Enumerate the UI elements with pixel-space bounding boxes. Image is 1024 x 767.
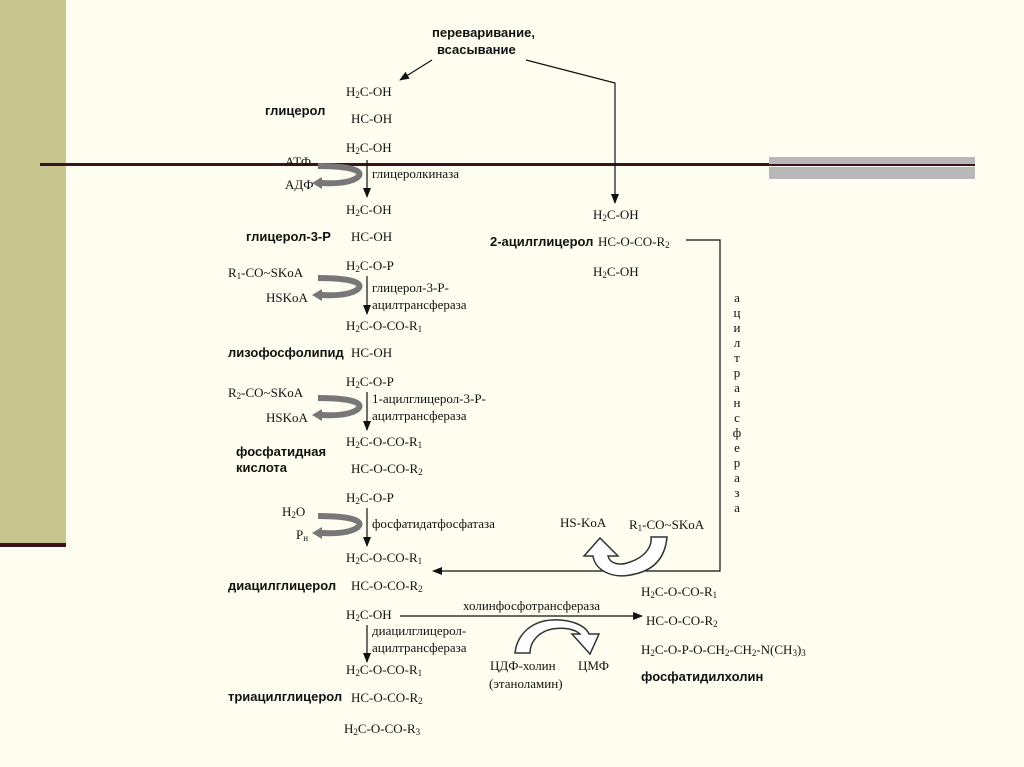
g3p-acyltransferase-line2: ацилтрансфераза <box>372 297 467 312</box>
r1-co-skoa-label: R1-CO~SKoA <box>228 265 304 281</box>
tag-c3: H2C-O-CO-R3 <box>344 721 421 737</box>
vertical-letter: з <box>734 485 740 500</box>
phosphatidylcholine-label: фосфатидилхолин <box>641 669 764 684</box>
mag-c2: HC-O-CO-R2 <box>598 234 670 250</box>
g3p-acyltransferase-line1: глицерол-3-Р- <box>372 280 449 295</box>
cdp-choline-label: ЦДФ-холин <box>490 658 556 673</box>
triacylglycerol-label: триацилглицерол <box>228 689 343 704</box>
dag-c1: H2C-O-CO-R1 <box>346 550 423 566</box>
vertical-letter: с <box>734 410 740 425</box>
acg3p-acyltransferase-line1: 1-ацилглицерол-3-Р- <box>372 391 486 406</box>
lyso-c3: H2C-O-P <box>346 374 394 390</box>
dag-c2: HC-O-CO-R2 <box>351 578 423 594</box>
water-label: H2O <box>282 504 306 520</box>
vertical-letter: а <box>734 290 740 305</box>
phosphatidic-acid-label-1: фосфатидная <box>236 444 327 459</box>
digestion-to-glycerol-arrow <box>399 59 433 81</box>
lyso-c1: H2C-O-CO-R1 <box>346 318 423 334</box>
mag-c3: H2C-OH <box>593 264 639 280</box>
absorption-label: всасывание <box>437 42 516 57</box>
hskoa-label-1: HSKoA <box>266 290 308 305</box>
tag-c1: H2C-O-CO-R1 <box>346 662 423 678</box>
ethanolamine-label: (этаноламин) <box>489 676 563 691</box>
vertical-letter: и <box>733 320 741 335</box>
pn-label: Pн <box>296 527 309 543</box>
digestion-to-acylglycerol-arrow <box>525 59 619 204</box>
left-decorative-bar <box>0 0 66 545</box>
glycerol-c3: H2C-OH <box>346 140 392 156</box>
left-bar-base-line <box>0 543 66 547</box>
hollow-curved-arrows <box>514 536 668 656</box>
side-pathway-arrows <box>399 59 721 620</box>
cdp-choline-curve-arrow <box>514 619 601 656</box>
vertical-letter: т <box>734 350 740 365</box>
horizontal-divider-line <box>40 163 975 166</box>
digestion-label: переваривание, <box>432 25 535 40</box>
vertical-letter: р <box>733 365 741 380</box>
phosphatase-label: фосфатидатфосфатаза <box>372 516 495 531</box>
g3p-c3: H2C-O-P <box>346 258 394 274</box>
2-acylglycerol-label: 2-ацилглицерол <box>490 234 594 249</box>
vertical-letter: р <box>733 455 741 470</box>
lyso-c2: HC-OH <box>351 345 393 360</box>
g3p-c2: HC-OH <box>351 229 393 244</box>
cholinephosphotransferase-label: холинфосфотрансфераза <box>463 598 601 613</box>
vertical-letter: н <box>733 395 741 410</box>
diacylglycerol-label: диацилглицерол <box>228 578 337 593</box>
g3p-c1: H2C-OH <box>346 202 392 218</box>
acyl-curve-arrow-2 <box>317 395 363 419</box>
hs-koa-label: HS-KoA <box>560 515 607 530</box>
hskoa-label-2: HSKoA <box>266 410 308 425</box>
r1-co-skoa-right-label: R1-CO~SKoA <box>629 517 705 533</box>
glycerolkinase-label: глицеролкиназа <box>372 166 460 181</box>
vertical-letter: л <box>733 335 741 350</box>
glycerol-label: глицерол <box>265 103 326 118</box>
vertical-letter: а <box>734 470 740 485</box>
pa-c2: HC-O-CO-R2 <box>351 461 423 477</box>
glycerol-3p-label: глицерол-3-Р <box>246 229 331 244</box>
acyl-curve-arrow-1 <box>317 275 363 299</box>
glycerol-c1: H2C-OH <box>346 84 392 100</box>
dag-acyltransferase-line2: ацилтрансфераза <box>372 640 467 655</box>
vertical-letter: ц <box>733 305 741 320</box>
acyltransferase-return-arrow <box>432 239 721 575</box>
dag-acyltransferase-line1: диацилглицерол- <box>372 623 467 638</box>
vertical-letter: а <box>734 380 740 395</box>
water-curve-arrow <box>317 513 363 537</box>
dag-c3: H2C-OH <box>346 607 392 623</box>
acg3p-acyltransferase-line2: ацилтрансфераза <box>372 408 467 423</box>
phosphatidic-acid-label-2: кислота <box>236 460 288 475</box>
curved-cofactor-arrows <box>312 163 363 539</box>
atp-curve-arrow <box>317 163 363 187</box>
adp-label: АДФ <box>285 177 314 192</box>
lysophospholipid-label: лизофосфолипид <box>228 345 344 360</box>
pc-c1: H2C-O-CO-R1 <box>641 584 718 600</box>
pc-c2: HC-O-CO-R2 <box>646 613 718 629</box>
vertical-letter: ф <box>732 425 742 440</box>
vertical-letter: а <box>734 500 740 515</box>
hskoa-curve-arrow <box>582 536 668 577</box>
r2-co-skoa-label: R2-CO~SKoA <box>228 385 304 401</box>
grey-decorative-stripes <box>769 157 975 179</box>
tag-c2: HC-O-CO-R2 <box>351 690 423 706</box>
atp-label: АТФ <box>285 154 312 169</box>
pa-c1: H2C-O-CO-R1 <box>346 434 423 450</box>
glycerol-c2: HC-OH <box>351 111 393 126</box>
vertical-letter: е <box>734 440 740 455</box>
pa-c3: H2C-O-P <box>346 490 394 506</box>
pc-c3: H2C-O-P-O-CH2-CH2-N(CH3)3 <box>641 642 806 658</box>
cmp-label: ЦМФ <box>578 658 610 673</box>
mag-c1: H2C-OH <box>593 207 639 223</box>
